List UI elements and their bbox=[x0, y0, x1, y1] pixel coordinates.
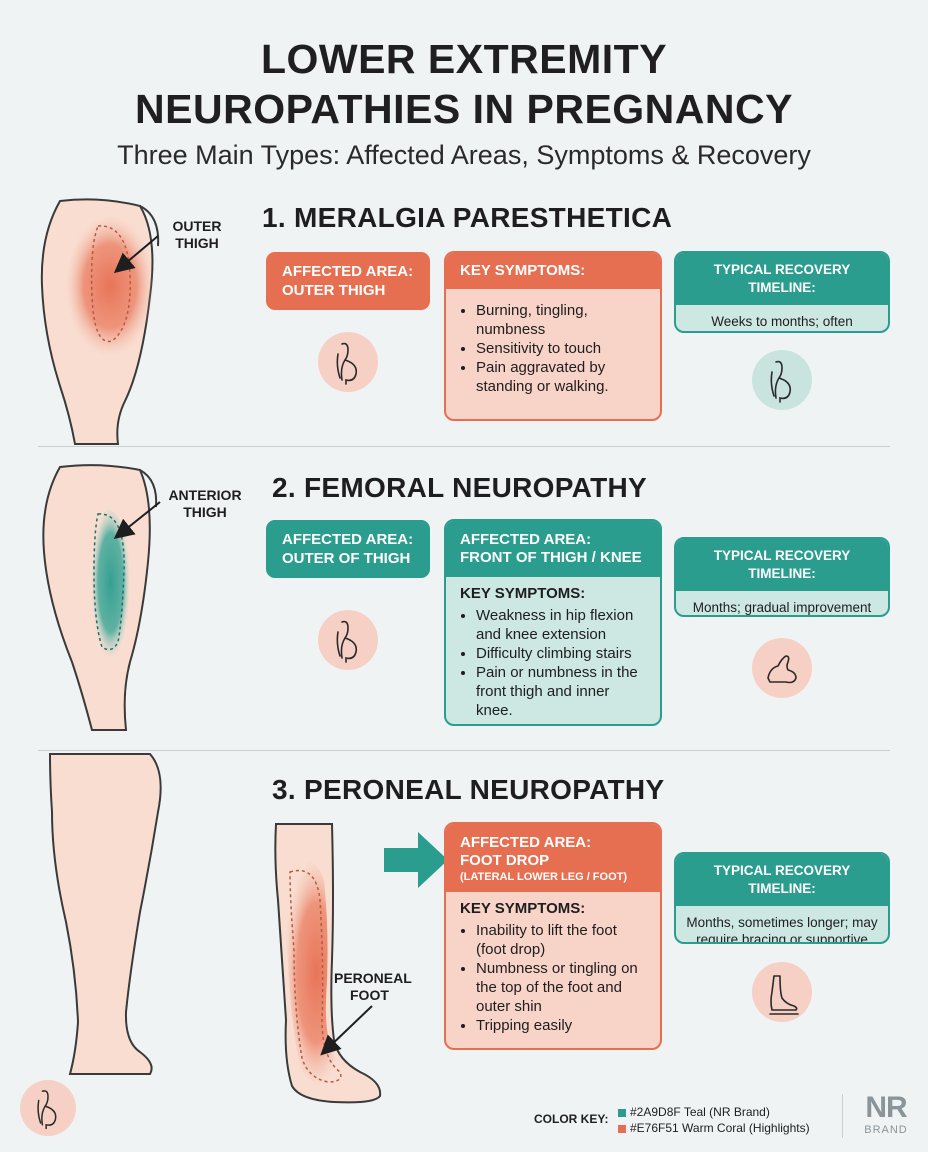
lower-leg-foot-illustration bbox=[274, 823, 382, 1104]
recovery-text: Months; gradual improvement with physica… bbox=[692, 600, 872, 615]
color-key-item-teal: #2A9D8F Teal (NR Brand) bbox=[618, 1104, 810, 1120]
section-title-meralgia: 1. MERALGIA PARESTHETICA bbox=[262, 202, 673, 233]
symptom-item: Pain aggravated by standing or walking. bbox=[476, 358, 646, 396]
key-symptoms-panel-femoral: AFFECTED AREA: FRONT OF THIGH / KNEE KEY… bbox=[444, 519, 662, 726]
key-symptoms-panel-peroneal: AFFECTED AREA: FOOT DROP (LATERAL LOWER … bbox=[444, 822, 662, 1050]
full-leg-illustration bbox=[48, 753, 162, 1075]
page-title-line1: LOWER EXTREMITY bbox=[260, 36, 668, 82]
key-symptoms-header: KEY SYMPTOMS: bbox=[460, 585, 586, 602]
pregnant-figure-icon bbox=[752, 350, 812, 410]
pregnant-figure-icon bbox=[20, 1080, 76, 1136]
coral-swatch bbox=[618, 1124, 626, 1133]
symptom-item: Inability to lift the foot (foot drop) bbox=[476, 921, 646, 959]
foot-icon bbox=[752, 962, 812, 1022]
callout-anterior-thigh: ANTERIOR THIGH bbox=[168, 487, 242, 520]
pregnant-figure-icon bbox=[318, 610, 378, 670]
affected-area-foot-drop: AFFECTED AREA: FOOT DROP (LATERAL LOWER … bbox=[446, 824, 660, 892]
key-symptoms-header: KEY SYMPTOMS: bbox=[460, 900, 586, 917]
anterior-thigh-leg-illustration bbox=[42, 464, 161, 731]
callout-peroneal-foot: PERONEAL FOOT bbox=[334, 970, 412, 1003]
recovery-timeline-panel-meralgia: TYPICAL RECOVERY TIMELINE: Weeks to mont… bbox=[674, 251, 890, 333]
section-divider bbox=[38, 446, 890, 447]
recovery-timeline-panel-peroneal: TYPICAL RECOVERY TIMELINE: Months, somet… bbox=[674, 852, 890, 944]
brand-divider bbox=[842, 1094, 843, 1138]
brand-logo: NR BRAND bbox=[864, 1091, 908, 1137]
affected-area-outer-thigh: AFFECTED AREA: OUTER THIGH bbox=[266, 252, 430, 310]
flexed-arm-icon bbox=[752, 638, 812, 698]
symptom-item: Sensitivity to touch bbox=[476, 339, 646, 358]
section-divider bbox=[38, 750, 890, 751]
section-title-peroneal: 3. PERONEAL NEUROPATHY bbox=[272, 774, 665, 805]
symptom-item: Difficulty climbing stairs bbox=[476, 644, 646, 663]
color-key-item-coral: #E76F51 Warm Coral (Highlights) bbox=[618, 1120, 810, 1136]
right-arrow-icon bbox=[384, 832, 448, 888]
recovery-header: TYPICAL RECOVERY TIMELINE: bbox=[676, 539, 888, 591]
teal-swatch bbox=[618, 1108, 626, 1117]
section-title-femoral: 2. FEMORAL NEUROPATHY bbox=[272, 472, 647, 503]
symptom-item: Tripping easily bbox=[476, 1016, 646, 1035]
key-symptoms-header: KEY SYMPTOMS: bbox=[446, 253, 660, 289]
symptom-item: Numbness or tingling on the top of the f… bbox=[476, 959, 646, 1016]
recovery-timeline-panel-femoral: TYPICAL RECOVERY TIMELINE: Months; gradu… bbox=[674, 537, 890, 617]
affected-area-front-thigh-knee: AFFECTED AREA: FRONT OF THIGH / KNEE bbox=[446, 521, 660, 577]
outer-thigh-leg-illustration bbox=[40, 198, 160, 445]
page-title-line2: NEUROPATHIES IN PREGNANCY bbox=[135, 86, 793, 132]
symptom-item: Pain or numbness in the front thigh and … bbox=[476, 663, 646, 720]
symptom-item: Burning, tingling, numbness bbox=[476, 301, 646, 339]
recovery-text: Weeks to months; often resolves postpart… bbox=[711, 314, 853, 329]
symptom-item: Weakness in hip flexion and knee extensi… bbox=[476, 606, 646, 644]
recovery-header: TYPICAL RECOVERY TIMELINE: bbox=[676, 253, 888, 305]
pregnant-figure-icon bbox=[318, 332, 378, 392]
callout-outer-thigh: OUTER THIGH bbox=[172, 218, 222, 251]
key-symptoms-panel-meralgia: KEY SYMPTOMS: Burning, tingling, numbnes… bbox=[444, 251, 662, 421]
page-subtitle: Three Main Types: Affected Areas, Sympto… bbox=[117, 140, 811, 170]
affected-area-outer-of-thigh: AFFECTED AREA: OUTER OF THIGH bbox=[266, 520, 430, 578]
color-key-label: COLOR KEY: bbox=[534, 1112, 609, 1126]
recovery-text: Months, sometimes longer; may require br… bbox=[686, 915, 878, 944]
recovery-header: TYPICAL RECOVERY TIMELINE: bbox=[676, 854, 888, 906]
color-key: #2A9D8F Teal (NR Brand) #E76F51 Warm Cor… bbox=[618, 1104, 810, 1136]
